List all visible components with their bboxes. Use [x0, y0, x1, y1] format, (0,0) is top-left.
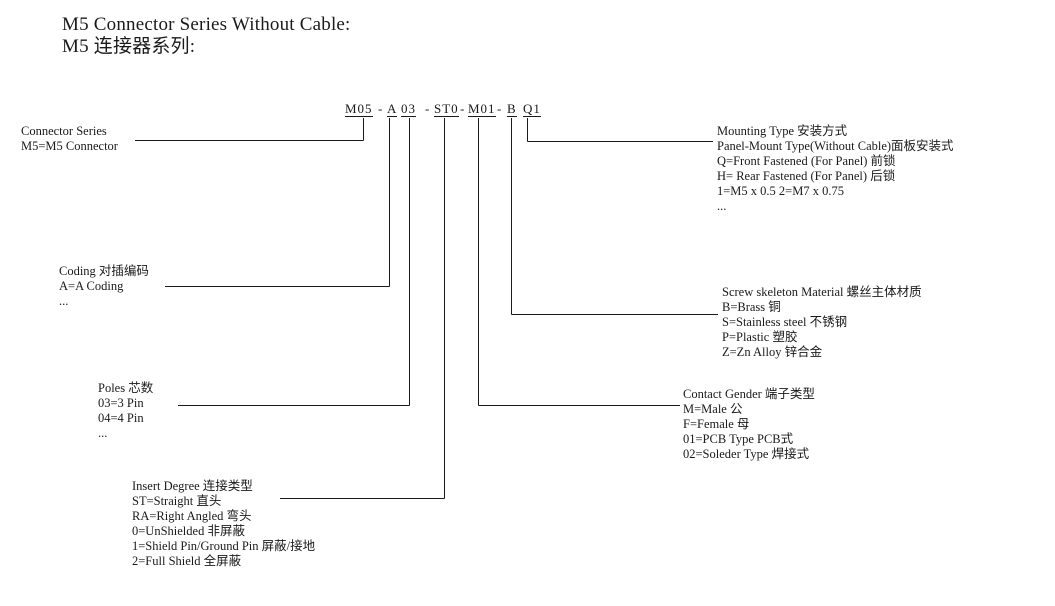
- code-material: B: [507, 101, 517, 117]
- mounting-type-option: Panel-Mount Type(Without Cable)面板安装式: [717, 139, 954, 153]
- code-gender: M01: [468, 101, 496, 117]
- insert-degree-option: 0=UnShielded 非屏蔽: [132, 524, 245, 538]
- coding-option: A=A Coding: [59, 279, 124, 293]
- diagram-subtitle: M5 连接器系列:: [62, 36, 196, 57]
- contact-gender-legend: Contact Gender 端子类型 M=Male 公 F=Female 母 …: [683, 387, 815, 462]
- insert-degree-heading: Insert Degree 连接类型: [132, 479, 253, 493]
- screw-material-option: B=Brass 铜: [722, 300, 781, 314]
- contact-gender-option: M=Male 公: [683, 402, 743, 416]
- insert-degree-legend: Insert Degree 连接类型 ST=Straight 直头 RA=Rig…: [132, 479, 315, 569]
- mounting-type-option: 1=M5 x 0.5 2=M7 x 0.75: [717, 184, 844, 198]
- insert-degree-option: RA=Right Angled 弯头: [132, 509, 252, 523]
- code-mounting: Q1: [523, 101, 541, 117]
- connector-series-option: M5=M5 Connector: [21, 139, 118, 153]
- connector-series-heading: Connector Series: [21, 124, 107, 138]
- poles-option: 03=3 Pin: [98, 396, 144, 410]
- contact-gender-option: 01=PCB Type PCB式: [683, 432, 794, 446]
- diagram-title: M5 Connector Series Without Cable:: [62, 14, 351, 35]
- code-separator: -: [497, 101, 503, 116]
- screw-material-option: Z=Zn Alloy 锌合金: [722, 345, 823, 359]
- mounting-type-option: H= Rear Fastened (For Panel) 后锁: [717, 169, 896, 183]
- mounting-type-heading: Mounting Type 安装方式: [717, 124, 848, 138]
- screw-material-heading: Screw skeleton Material 螺丝主体材质: [722, 285, 922, 299]
- connector-series-legend: Connector Series M5=M5 Connector: [21, 124, 118, 154]
- code-coding: A: [387, 101, 398, 117]
- poles-heading: Poles 芯数: [98, 381, 154, 395]
- coding-legend: Coding 对插编码 A=A Coding ...: [59, 264, 149, 309]
- mounting-type-ellipsis: ...: [717, 199, 727, 213]
- coding-ellipsis: ...: [59, 294, 69, 308]
- coding-heading: Coding 对插编码: [59, 264, 149, 278]
- screw-material-option: S=Stainless steel 不锈钢: [722, 315, 848, 329]
- code-separator: -: [460, 101, 466, 116]
- screw-material-legend: Screw skeleton Material 螺丝主体材质 B=Brass 铜…: [722, 285, 922, 360]
- code-separator: -: [425, 101, 431, 116]
- screw-material-option: P=Plastic 塑胶: [722, 330, 798, 344]
- mounting-type-option: Q=Front Fastened (For Panel) 前锁: [717, 154, 896, 168]
- contact-gender-option: 02=Soleder Type 焊接式: [683, 447, 810, 461]
- poles-ellipsis: ...: [98, 426, 108, 440]
- mounting-type-legend: Mounting Type 安装方式 Panel-Mount Type(With…: [717, 124, 954, 214]
- contact-gender-option: F=Female 母: [683, 417, 750, 431]
- poles-option: 04=4 Pin: [98, 411, 144, 425]
- code-poles: 03: [401, 101, 416, 117]
- insert-degree-option: 2=Full Shield 全屏蔽: [132, 554, 242, 568]
- insert-degree-option: 1=Shield Pin/Ground Pin 屏蔽/接地: [132, 539, 316, 553]
- code-series: M05: [345, 101, 373, 117]
- contact-gender-heading: Contact Gender 端子类型: [683, 387, 815, 401]
- code-separator: -: [378, 101, 384, 116]
- poles-legend: Poles 芯数 03=3 Pin 04=4 Pin ...: [98, 381, 153, 441]
- insert-degree-option: ST=Straight 直头: [132, 494, 222, 508]
- code-insert: ST0: [434, 101, 459, 117]
